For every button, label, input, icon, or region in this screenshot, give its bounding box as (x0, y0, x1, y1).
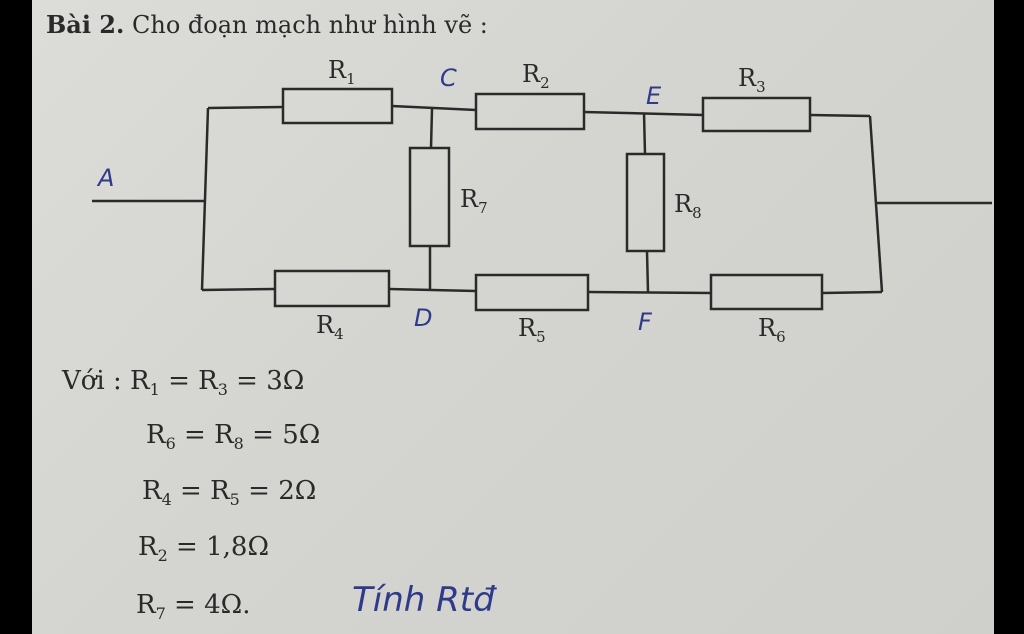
paper-sheet (32, 0, 994, 634)
label-r5: R5 (518, 314, 546, 346)
wire (388, 287, 477, 293)
term-sub: 5 (229, 490, 240, 510)
node-label-e: E (646, 82, 662, 110)
term-sub: 7 (155, 604, 166, 624)
given-line-4: R2 = 1,8Ω (138, 532, 269, 566)
wire (809, 113, 871, 118)
term-sub: 2 (157, 546, 168, 566)
wire (587, 290, 712, 295)
resistor-r5 (474, 273, 590, 312)
term: R (198, 366, 218, 396)
label-r3: R3 (738, 64, 766, 96)
value: 4Ω. (204, 590, 251, 620)
term: R (138, 532, 158, 562)
resistor-r2 (474, 92, 586, 131)
wire (642, 112, 647, 155)
resistor-r7 (408, 146, 451, 248)
problem-title: Bài 2. Cho đoạn mạch như hình vẽ : (46, 10, 488, 39)
problem-statement: Cho đoạn mạch như hình vẽ : (132, 11, 488, 39)
value: 2Ω (278, 476, 317, 506)
node-label-f: F (638, 308, 653, 336)
label-r4: R4 (316, 311, 344, 343)
term-sub: 3 (217, 380, 228, 400)
label-r6: R6 (758, 314, 786, 346)
value: 3Ω (266, 366, 305, 396)
term: R (130, 366, 150, 396)
left-vertical-wire (200, 107, 210, 291)
term: R (214, 420, 234, 450)
resistor-r3 (701, 96, 812, 133)
term-sub: 1 (149, 380, 160, 400)
node-label-d: D (414, 304, 432, 332)
given-line-3: R4 = R5 = 2Ω (142, 476, 317, 510)
problem-number: Bài 2. (46, 10, 125, 39)
wire (201, 287, 276, 292)
term: R (146, 420, 166, 450)
term: R (136, 590, 156, 620)
resistor-r8 (625, 152, 666, 253)
term: R (142, 476, 162, 506)
resistor-r1 (281, 87, 394, 125)
given-prefix: Với : (62, 366, 122, 396)
given-line-5: R7 = 4Ω. (136, 590, 251, 624)
wire (645, 250, 650, 293)
term-sub: 6 (165, 434, 176, 454)
node-label-c: C (440, 64, 457, 92)
wire (391, 104, 477, 112)
label-r1: R1 (328, 56, 356, 88)
term-sub: 8 (233, 434, 244, 454)
given-line-1: Với : R1 = R3 = 3Ω (62, 366, 305, 400)
value: 5Ω (282, 420, 321, 450)
resistor-r4 (273, 269, 391, 308)
wire (821, 290, 883, 295)
wire (207, 105, 284, 110)
node-label-a: A (96, 164, 114, 192)
handwritten-note: Tính Rtđ (352, 580, 495, 620)
given-line-2: R6 = R8 = 5Ω (146, 420, 321, 454)
label-r7: R7 (460, 185, 488, 217)
value: 1,8Ω (206, 532, 269, 562)
label-r2: R2 (522, 60, 550, 92)
resistor-r6 (709, 273, 824, 311)
wire (429, 108, 434, 149)
term: R (210, 476, 230, 506)
term-sub: 4 (161, 490, 172, 510)
label-r8: R8 (674, 190, 702, 222)
